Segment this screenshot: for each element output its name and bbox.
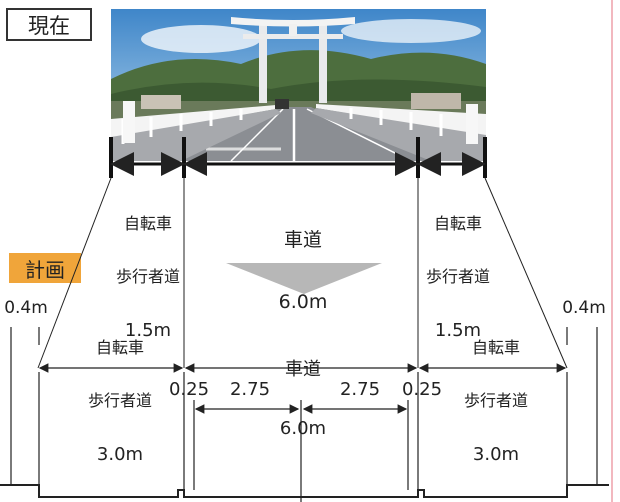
plan-left-lane: 2.75	[229, 379, 271, 400]
plan-right-path-line2: 歩行者道	[463, 390, 528, 410]
plan-left-path-line2: 歩行者道	[87, 390, 152, 410]
plan-roadway-line1: 車道	[285, 358, 321, 380]
current-left-path-width: 1.5m	[124, 319, 172, 341]
current-label: 現在	[6, 8, 92, 41]
current-left-path-label: 自転車 歩行者道 1.5m	[100, 180, 196, 376]
current-right-path-label: 自転車 歩行者道 1.5m	[410, 180, 506, 376]
current-right-path-line2: 歩行者道	[425, 266, 490, 286]
plan-left-path-width: 3.0m	[96, 443, 144, 465]
current-dimension-bars	[109, 137, 487, 178]
plan-right-path-label: 自転車 歩行者道 3.0m	[446, 304, 546, 500]
plan-left-path-label: 自転車 歩行者道 3.0m	[70, 304, 170, 500]
plan-right-edge: 0.25	[401, 379, 443, 400]
plan-dimension-lines	[0, 327, 620, 502]
plan-left-edge: 0.25	[168, 379, 210, 400]
plan-roadway-label: 車道 6.0m	[250, 320, 356, 478]
bridge-photo-illustration	[111, 9, 486, 161]
plan-roadway-width: 6.0m	[279, 417, 327, 439]
plan-left-path-line1: 自転車	[95, 338, 144, 358]
plan-left-offset: 0.4m	[4, 298, 48, 318]
side-rule	[609, 0, 620, 502]
current-left-path-line2: 歩行者道	[115, 266, 180, 286]
plan-label: 計画	[9, 253, 81, 283]
current-right-path-line1: 自転車	[433, 214, 482, 234]
projection-lines	[37, 177, 568, 369]
plan-right-offset: 0.4m	[562, 298, 606, 318]
plan-right-path-width: 3.0m	[472, 443, 520, 465]
down-arrow-icon	[226, 263, 382, 294]
plan-right-path-line1: 自転車	[471, 338, 520, 358]
current-left-path-line1: 自転車	[123, 214, 172, 234]
current-bridge-photo	[111, 9, 486, 161]
current-right-path-width: 1.5m	[434, 319, 482, 341]
current-roadway-label: 車道 6.0m	[250, 188, 356, 355]
current-roadway-line1: 車道	[283, 228, 322, 251]
plan-right-lane: 2.75	[339, 379, 381, 400]
current-roadway-width: 6.0m	[278, 291, 328, 314]
